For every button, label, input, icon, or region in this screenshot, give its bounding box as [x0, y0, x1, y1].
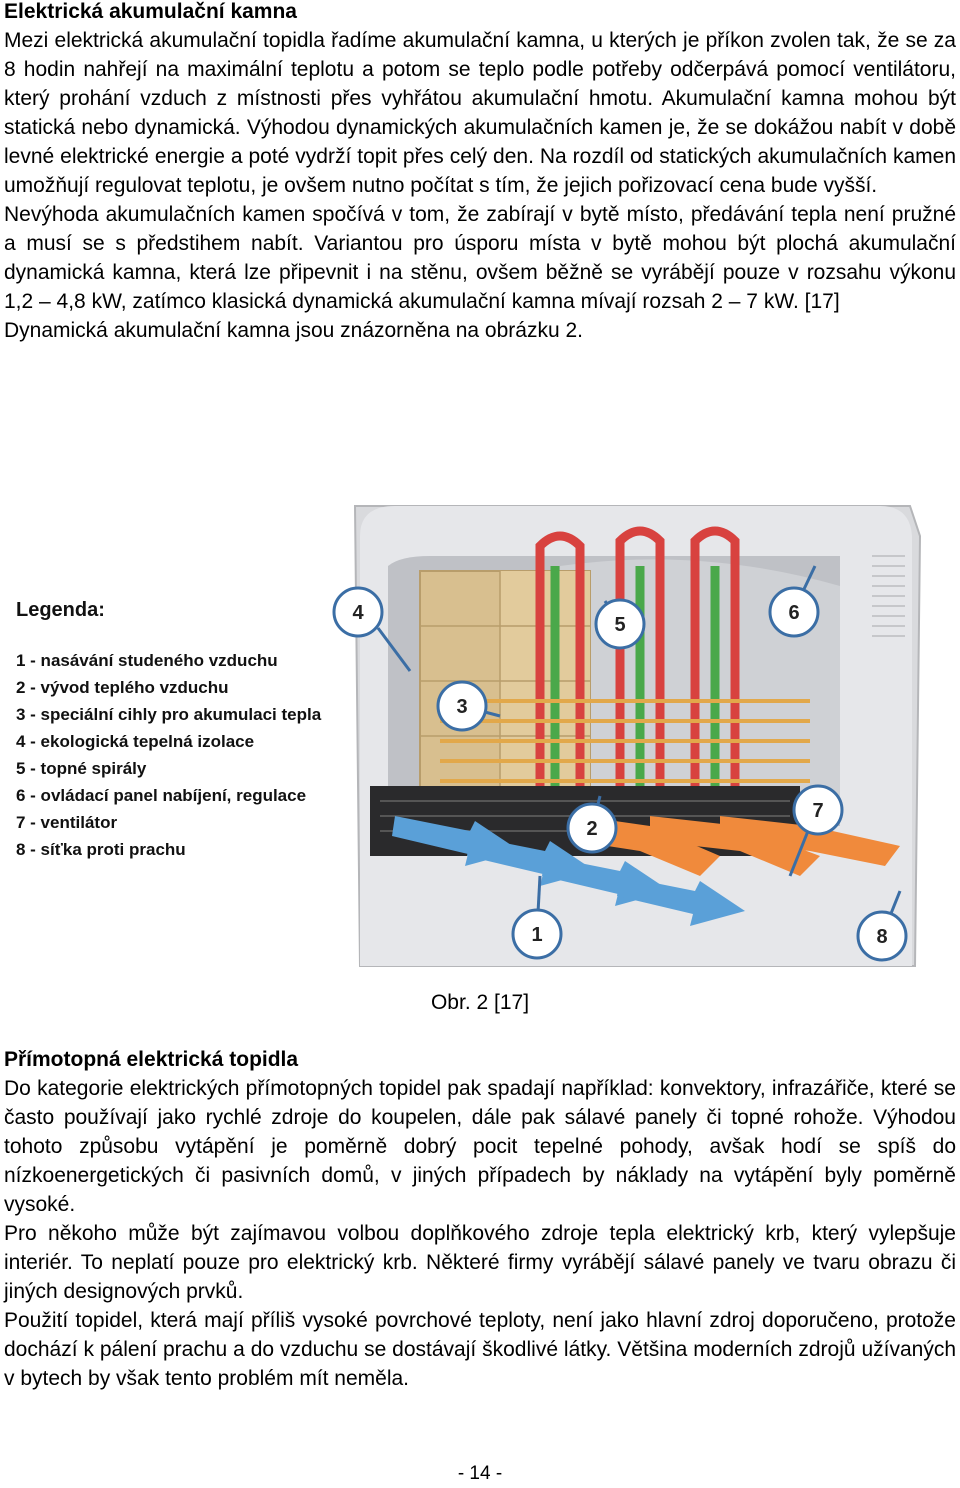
paragraph: Nevýhoda akumulačních kamen spočívá v to…: [4, 203, 956, 313]
callout-7: 7: [792, 784, 844, 836]
callout-5: 5: [594, 598, 646, 650]
callout-2: 2: [566, 802, 618, 854]
svg-text:4: 4: [352, 602, 364, 624]
paragraph: Pro někoho může být zajímavou volbou dop…: [4, 1222, 956, 1303]
svg-text:5: 5: [614, 614, 625, 636]
paragraph: Mezi elektrická akumulační topidla řadím…: [4, 29, 956, 197]
page-number: - 14 -: [457, 1463, 503, 1484]
storage-heater-figure: Legenda: 1 - nasávání studeného vzduchu …: [0, 496, 960, 976]
svg-text:7: 7: [812, 800, 823, 822]
paragraph: Do kategorie elektrických přímotopných t…: [4, 1077, 956, 1216]
figure-caption: Obr. 2 [17]: [430, 991, 530, 1014]
legend: 1 - nasávání studeného vzduchu 2 - vývod…: [16, 651, 322, 859]
callout-8: 8: [856, 910, 908, 962]
legend-item: 7 - ventilátor: [16, 813, 117, 832]
section-body-storage-heaters: Mezi elektrická akumulační topidla řadím…: [4, 26, 956, 345]
legend-item: 3 - speciální cihly pro akumulaci tepla: [16, 705, 322, 724]
svg-text:3: 3: [456, 696, 467, 718]
callout-4: 4: [332, 586, 384, 638]
legend-item: 2 - vývod teplého vzduchu: [16, 678, 229, 697]
svg-text:1: 1: [531, 924, 542, 946]
legend-item: 4 - ekologická tepelná izolace: [16, 732, 254, 751]
callout-3: 3: [436, 680, 488, 732]
section-body-direct-heaters: Do kategorie elektrických přímotopných t…: [4, 1074, 956, 1393]
section-title-storage-heaters: Elektrická akumulační kamna: [4, 0, 297, 23]
legend-item: 1 - nasávání studeného vzduchu: [16, 651, 278, 670]
callout-6: 6: [768, 586, 820, 638]
legend-item: 5 - topné spirály: [16, 759, 147, 778]
svg-text:6: 6: [788, 602, 799, 624]
svg-text:8: 8: [876, 926, 887, 948]
callout-1: 1: [511, 908, 563, 960]
paragraph: Dynamická akumulační kamna jsou znázorně…: [4, 319, 583, 342]
legend-item: 6 - ovládací panel nabíjení, regulace: [16, 786, 306, 805]
svg-text:2: 2: [586, 818, 597, 840]
legend-title: Legenda:: [16, 599, 105, 621]
legend-item: 8 - síťka proti prachu: [16, 840, 186, 859]
paragraph: Použití topidel, která mají příliš vysok…: [4, 1309, 956, 1390]
storage-heater-illustration: Legenda: 1 - nasávání studeného vzduchu …: [16, 505, 922, 967]
section-title-direct-heaters: Přímotopná elektrická topidla: [4, 1048, 299, 1071]
